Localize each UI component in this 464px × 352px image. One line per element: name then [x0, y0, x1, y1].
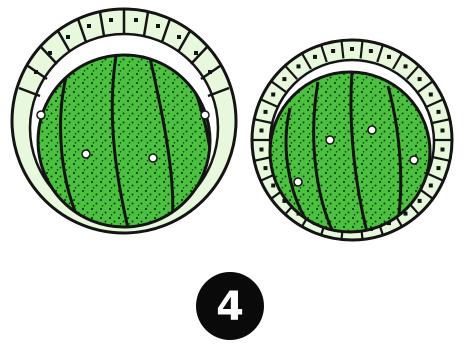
- right-ring-nucleus: [331, 49, 335, 53]
- right-ring-nucleus: [271, 93, 275, 97]
- right-ring-nucleus: [441, 129, 445, 133]
- right-ring-nucleus: [437, 110, 441, 114]
- right-ring-nucleus: [350, 47, 354, 51]
- right-ring-nucleus: [418, 199, 422, 203]
- right-ring-nucleus: [271, 184, 275, 188]
- right-cell-cluster: [252, 40, 452, 240]
- right-ring-nucleus: [297, 64, 301, 68]
- right-ring-nucleus: [264, 166, 268, 170]
- right-ring-nucleus: [404, 64, 408, 68]
- right-ring-nucleus: [387, 55, 391, 59]
- right-ring-nucleus: [260, 129, 264, 133]
- right-ring-nucleus: [418, 77, 422, 81]
- right-ring-nucleus: [260, 148, 264, 152]
- right-ring-nucleus: [282, 77, 286, 81]
- panel-number: 4: [216, 284, 244, 330]
- right-ring-nucleus: [441, 148, 445, 152]
- right-ring-nucleus: [264, 110, 268, 114]
- left-cell-cluster: [12, 9, 236, 240]
- panel-number-badge: 4: [196, 272, 264, 340]
- right-ring-nucleus: [429, 93, 433, 97]
- right-ring-nucleus: [369, 49, 373, 53]
- right-ring-nucleus: [429, 184, 433, 188]
- right-ring-nucleus: [313, 55, 317, 59]
- right-ring-nucleus: [437, 166, 441, 170]
